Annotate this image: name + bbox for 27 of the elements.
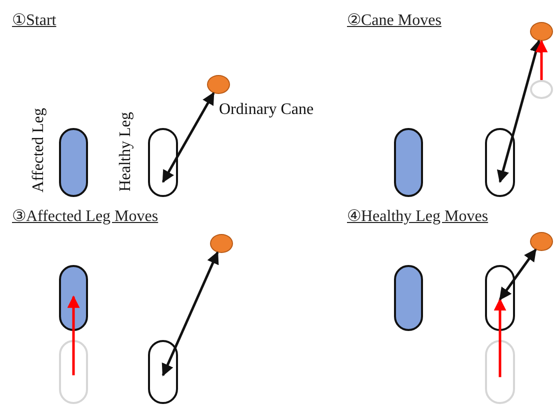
previous-cane-tip-outline bbox=[530, 80, 553, 99]
step-title: ①Start bbox=[12, 11, 56, 30]
movement-arrow bbox=[67, 295, 80, 376]
healthy-foot bbox=[148, 128, 178, 197]
cane-tip bbox=[207, 75, 230, 94]
step-title: ②Cane Moves bbox=[347, 11, 442, 30]
double-arrow bbox=[162, 92, 215, 183]
healthy-foot bbox=[485, 128, 515, 197]
affected-foot bbox=[59, 265, 88, 331]
movement-arrow bbox=[535, 40, 548, 80]
double-arrow bbox=[498, 248, 537, 300]
cane-label: Ordinary Cane bbox=[219, 101, 314, 119]
double-arrow bbox=[496, 40, 542, 184]
step-title: ③Affected Leg Moves bbox=[12, 207, 158, 226]
cane-tip bbox=[210, 234, 233, 253]
healthy-foot bbox=[148, 340, 178, 404]
cane-tip bbox=[530, 232, 553, 251]
previous-foot-outline bbox=[59, 340, 88, 404]
cane-tip bbox=[530, 22, 553, 41]
affected-foot bbox=[394, 265, 423, 331]
double-arrow bbox=[162, 251, 219, 376]
step-title: ④Healthy Leg Moves bbox=[347, 207, 488, 226]
affected-foot bbox=[394, 128, 423, 197]
leg-label: Healthy Leg bbox=[117, 112, 135, 192]
leg-label: Affected Leg bbox=[30, 108, 48, 193]
previous-foot-outline bbox=[485, 340, 515, 404]
affected-foot bbox=[59, 128, 88, 197]
